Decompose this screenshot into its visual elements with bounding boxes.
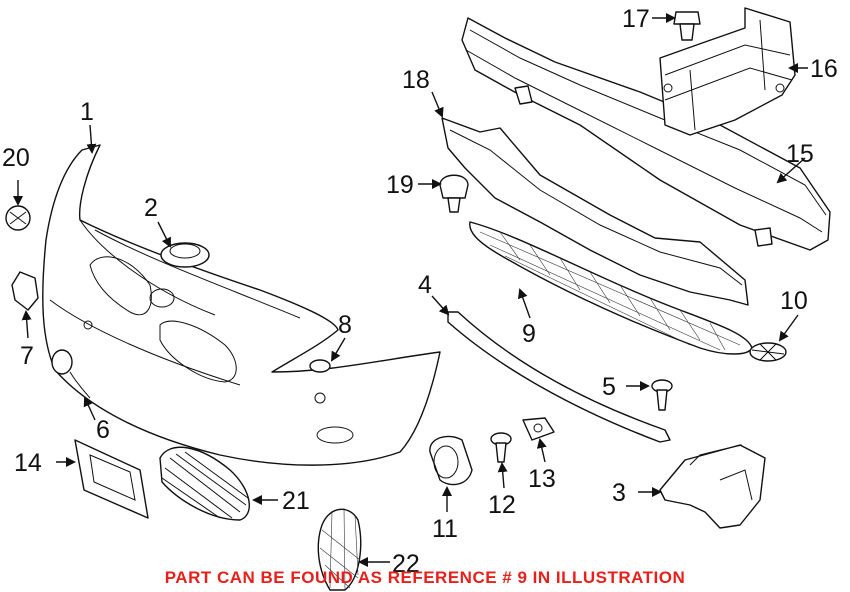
callout-8: 8: [338, 311, 352, 339]
callout-7: 7: [20, 342, 34, 370]
callout-21: 21: [282, 487, 310, 515]
part-22-side-grille: [317, 507, 362, 591]
part-9-grille: [469, 221, 753, 355]
part-8-plug: [309, 359, 331, 373]
part-18-absorber: [441, 117, 749, 306]
callout-11: 11: [432, 515, 458, 543]
part-3-mounting-bracket: [659, 444, 766, 529]
callout-18: 18: [402, 66, 430, 94]
callout-5: 5: [602, 373, 616, 401]
callout-4: 4: [418, 271, 432, 299]
callout-numbers: 1 2 3 4 5 6 7 8 9 10 11 12 13 14 15 16 1…: [2, 5, 838, 578]
callout-17: 17: [622, 5, 650, 33]
part-4-trim-strip: [447, 311, 671, 443]
callout-1: 1: [80, 98, 94, 126]
callout-3: 3: [612, 479, 626, 507]
callout-10: 10: [780, 287, 808, 315]
callout-9: 9: [522, 320, 536, 348]
callout-19: 19: [386, 171, 414, 199]
part-6-cap: [51, 349, 91, 399]
callout-20: 20: [2, 144, 30, 172]
callout-22: 22: [392, 550, 420, 578]
reference-note: PART CAN BE FOUND AS REFERENCE # 9 IN IL…: [165, 568, 686, 587]
callout-12: 12: [488, 491, 516, 519]
part-13-clip-nut: [522, 417, 555, 441]
part-21-kidney-grille: [159, 446, 250, 521]
part-20-emblem: [5, 205, 31, 231]
part-5-screw: [651, 379, 673, 411]
callout-15: 15: [786, 140, 814, 168]
part-15-reinforcement-beam: [461, 17, 831, 251]
part-11-cover: [429, 435, 473, 486]
callout-13: 13: [528, 465, 556, 493]
part-1-bumper-cover: [42, 144, 441, 466]
part-2-plug: [160, 242, 210, 268]
part-7-bracket: [11, 271, 39, 311]
part-19-clip: [439, 174, 469, 213]
part-12-screw: [490, 432, 512, 463]
part-16-bracket: [659, 7, 796, 136]
callout-2: 2: [144, 194, 158, 222]
callout-16: 16: [810, 55, 838, 83]
part-14-plate-bracket: [74, 439, 149, 519]
part-17-bolt: [673, 11, 701, 41]
callout-14: 14: [14, 449, 42, 477]
part-10-grommet: [749, 342, 787, 362]
leader-lines: [13, 13, 808, 567]
callout-6: 6: [96, 416, 110, 444]
